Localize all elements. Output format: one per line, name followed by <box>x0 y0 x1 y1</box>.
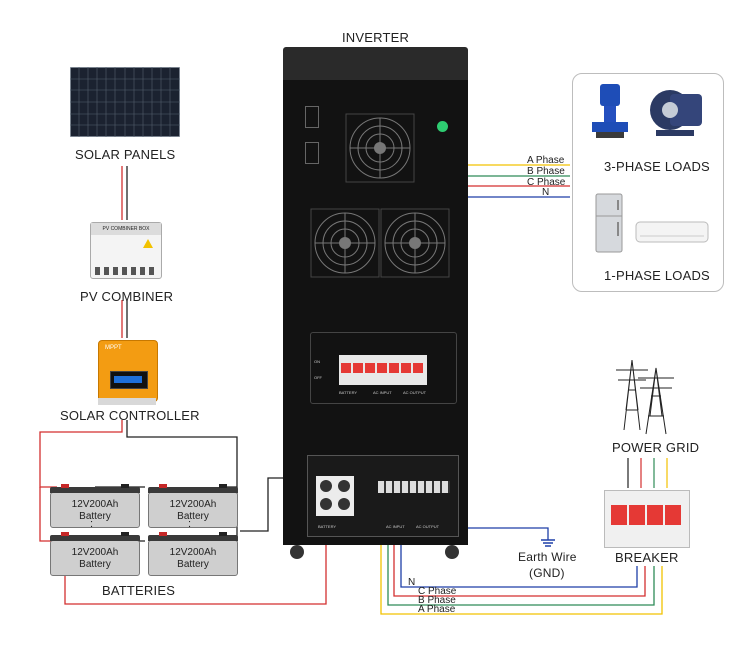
battery-4-type: Battery <box>177 559 209 570</box>
controller-brand: MPPT <box>105 345 122 351</box>
caster-wheel <box>445 545 459 559</box>
power-grid-label: POWER GRID <box>612 440 700 455</box>
controller-display <box>110 371 148 389</box>
three-phase-loads-label: 3-PHASE LOADS <box>604 159 710 174</box>
battery-terminals <box>316 476 354 516</box>
one-phase-load-images <box>595 193 709 253</box>
battery-3: 12V200Ah Battery <box>50 532 140 576</box>
output-wire-b-label: B Phase <box>527 166 565 177</box>
switch-on-label: ON <box>314 359 320 364</box>
solar-controller-unit: MPPT <box>98 340 158 402</box>
pv-combiner-label: PV COMBINER <box>80 289 174 304</box>
input-wire-b-label: B Phase <box>418 595 456 606</box>
one-phase-loads-label: 1-PHASE LOADS <box>604 268 710 283</box>
breaker-switches <box>339 355 427 385</box>
caster-wheel <box>290 545 304 559</box>
power-led-icon <box>437 121 448 132</box>
solar-panels-label: SOLAR PANELS <box>75 147 176 162</box>
battery-1-type: Battery <box>79 511 111 522</box>
output-wire-a-label: A Phase <box>527 155 565 166</box>
warning-icon <box>143 239 153 248</box>
grid-wires <box>627 458 668 488</box>
indicator-slot <box>305 106 319 128</box>
cable-glands <box>95 267 157 275</box>
battery-1: 12V200Ah Battery <box>50 484 140 528</box>
output-wire-c-label: C Phase <box>527 177 566 188</box>
fan-icon <box>310 208 380 278</box>
input-wire-n-label: N <box>408 577 416 588</box>
ac-input-wires <box>380 520 663 615</box>
panel-label-ac-output: AC OUTPUT <box>403 390 427 395</box>
breaker-panel: ON OFF BATTERY AC INPUT AC OUTPUT <box>310 332 457 404</box>
battery-2-type: Battery <box>177 511 209 522</box>
earth-wire-label: Earth Wire <box>518 550 577 564</box>
battery-4: 12V200Ah Battery <box>148 532 238 576</box>
solar-panel-image <box>70 67 180 137</box>
battery-2: 12V200Ah Battery <box>148 484 238 528</box>
combiner-box-text: PV COMBINER BOX <box>91 223 161 235</box>
indicator-slot <box>305 142 319 164</box>
power-tower-icon <box>616 359 674 435</box>
batteries-label: BATTERIES <box>102 583 176 598</box>
fan-icon <box>380 208 450 278</box>
fan-icon <box>345 113 415 183</box>
battery-continuation-dots: : <box>188 518 192 530</box>
switch-off-label: OFF <box>314 375 322 380</box>
controller-base <box>98 398 156 405</box>
battery-3-type: Battery <box>79 559 111 570</box>
ac-terminal-block <box>378 481 450 493</box>
battery-1-rating: 12V200Ah <box>71 499 119 510</box>
inverter-title: INVERTER <box>342 30 410 45</box>
breaker-toggles <box>611 505 683 525</box>
pv-wires <box>121 166 128 338</box>
panel-label-battery: BATTERY <box>339 390 358 395</box>
grid-breaker <box>604 490 690 548</box>
input-wire-a-label: A Phase <box>418 604 456 615</box>
battery-4-rating: 12V200Ah <box>169 547 217 558</box>
earth-gnd-label: (GND) <box>529 566 565 580</box>
solar-controller-label: SOLAR CONTROLLER <box>60 408 200 423</box>
terminal-label-battery: BATTERY <box>318 524 337 529</box>
terminal-label-ac-input: AC INPUT <box>386 524 405 529</box>
input-wire-c-label: C Phase <box>418 586 457 597</box>
terminal-area: BATTERY AC INPUT AC OUTPUT <box>307 455 459 537</box>
breaker-label: BREAKER <box>615 550 679 565</box>
battery-3-rating: 12V200Ah <box>71 547 119 558</box>
output-wire-n-label: N <box>542 187 550 198</box>
three-phase-load-images <box>592 84 702 138</box>
battery-2-rating: 12V200Ah <box>169 499 217 510</box>
terminal-label-ac-output: AC OUTPUT <box>416 524 440 529</box>
pv-combiner-box: PV COMBINER BOX <box>90 222 162 279</box>
battery-continuation-dots: : <box>90 518 94 530</box>
panel-label-ac-input: AC INPUT <box>373 390 392 395</box>
inverter-top <box>283 47 468 82</box>
